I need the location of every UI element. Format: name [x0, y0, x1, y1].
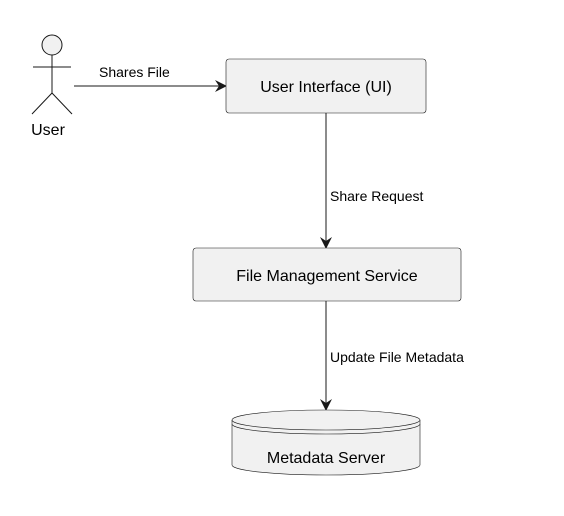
node-metadata-server-label: Metadata Server [267, 450, 386, 467]
node-user-interface: User Interface (UI) [225, 58, 427, 114]
node-metadata-server-inner-rim [231, 423, 421, 435]
node-user-interface-label: User Interface (UI) [260, 79, 392, 96]
node-file-management-service-box [192, 247, 462, 302]
user-actor: User [31, 34, 73, 139]
edge-shares-file: Shares File [74, 64, 227, 92]
node-file-management-service: File Management Service [192, 247, 462, 302]
user-actor-label: User [31, 122, 65, 139]
edge-update-file-metadata: Update File Metadata [320, 301, 464, 411]
node-metadata-server: Metadata Server [231, 409, 421, 476]
edge-shares-file-label: Shares File [99, 64, 170, 80]
edge-share-request-label: Share Request [330, 188, 424, 204]
user-actor-head [41, 34, 63, 56]
edge-update-file-metadata-label: Update File Metadata [330, 349, 464, 365]
user-actor-right-leg [51, 92, 73, 115]
node-metadata-server-top-rim [231, 419, 421, 431]
node-metadata-server-cylinder [231, 409, 421, 476]
user-actor-left-leg [31, 92, 53, 115]
edge-share-request: Share Request [320, 113, 424, 249]
node-file-management-service-label: File Management Service [236, 268, 418, 285]
